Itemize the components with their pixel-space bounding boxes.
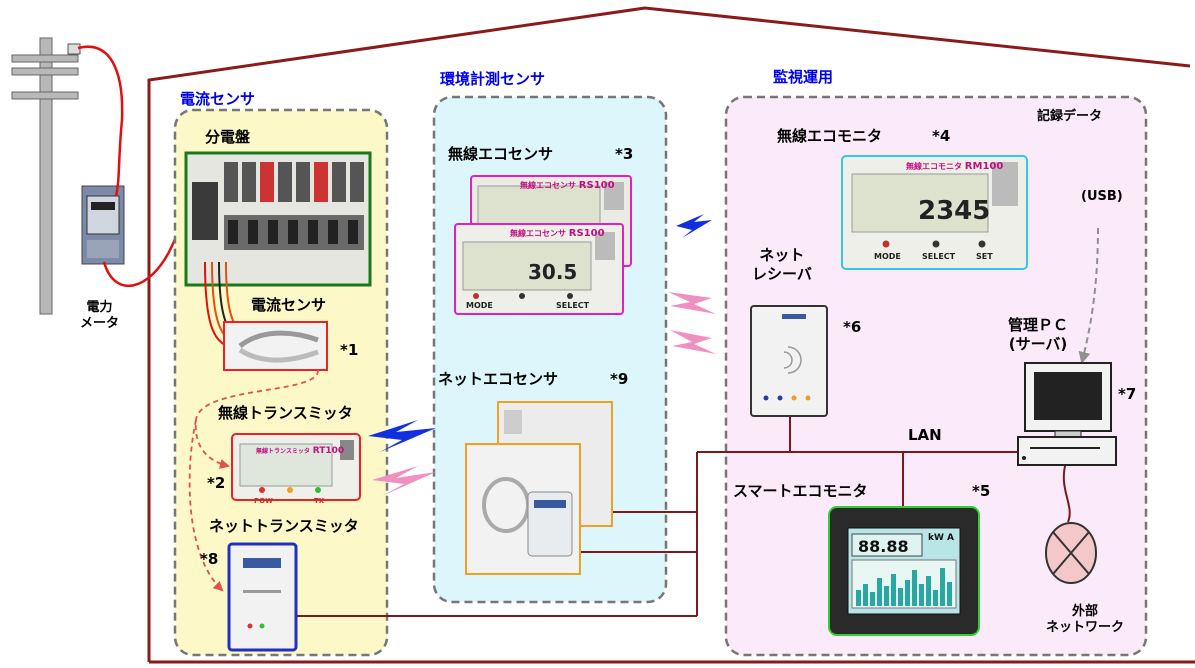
note-4: *4 [932,127,951,145]
rs100-brand: 無線エコセンサ RS100 [510,228,605,239]
note-5: *5 [972,482,991,500]
note-7: *7 [1118,385,1137,403]
label-net-receiver: ネット レシーバ [752,246,812,283]
rs100-select-button: SELECT [556,301,590,310]
label-net-transmitter: ネットトランスミッタ [209,517,359,535]
wireless-eco-monitor-device [841,155,1028,270]
rm100-reading: 2345 [918,196,991,226]
label-wireless-transmitter: 無線トランスミッタ [218,404,353,422]
power-meter-device [81,185,125,265]
rt100-pow-label: POW [254,497,273,505]
rs100-reading: 30.5 [528,260,578,284]
group-title-env-sensor: 環境計測センサ [440,70,546,88]
label-wireless-eco-sensor: 無線エコセンサ [448,145,554,163]
label-wireless-eco-monitor: 無線エコモニタ [777,127,883,145]
net-receiver-device [750,305,828,417]
label-admin-pc: 管理ＰＣ (サーバ) [1008,316,1069,353]
rm100-brand: 無線エコモニタ RM100 [906,161,1004,172]
house-outline [147,6,1195,664]
rm100-set-button: SET [976,252,993,261]
note-2: *2 [207,474,226,492]
smart-eco-monitor-device [828,506,980,636]
current-sensor-device [223,321,328,371]
lan-lines [294,414,1071,617]
note-9: *9 [610,370,629,388]
wireless-eco-sensor-device-front [454,223,624,315]
group-title-monitoring: 監視運用 [773,68,834,86]
label-current-sensor: 電流センサ [251,296,327,314]
label-power-meter: 電力 メータ [80,300,120,332]
wireless-bolt-icons [368,214,716,496]
rm100-select-button: SELECT [922,252,956,261]
rs100-back-brand: 無線エコセンサ RS100 [520,180,615,191]
label-net-eco-sensor: ネットエコセンサ [438,370,559,388]
note-3: *3 [615,145,634,163]
label-usb: (USB) [1081,189,1123,204]
label-external-network: 外部 ネットワーク [1046,604,1125,636]
smart-monitor-reading: 88.88 [858,537,909,556]
external-network-icon [1045,522,1097,584]
distribution-panel [184,151,372,287]
utility-pole [11,37,81,315]
wireless-transmitter-device [231,433,361,501]
label-smart-eco-monitor: スマートエコモニタ [733,482,868,500]
rt100-tx-label: TX [314,497,325,505]
rt100-brand: 無線トランスミッタ RT100 [256,446,345,456]
smart-monitor-unit: kW A [928,533,955,543]
net-eco-sensor-device-front [465,443,581,575]
note-8: *8 [200,550,219,568]
sensor-signal-arrows [188,369,319,592]
label-record-data: 記録データ [1037,109,1103,124]
net-transmitter-device [227,542,298,652]
note-1: *1 [340,341,359,359]
label-lan: LAN [908,426,942,444]
group-title-current-sensor: 電流センサ [180,90,256,108]
label-panel: 分電盤 [205,128,251,146]
rm100-mode-button: MODE [874,252,901,261]
rs100-mode-button: MODE [466,301,493,310]
admin-pc-device [1017,362,1117,466]
usb-arrow [1078,227,1099,364]
note-6: *6 [843,318,862,336]
